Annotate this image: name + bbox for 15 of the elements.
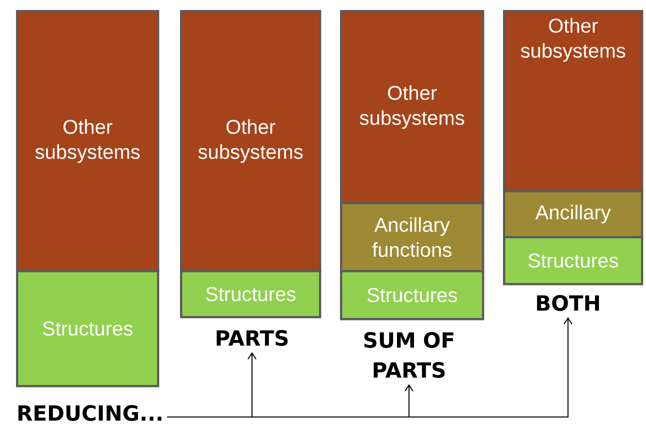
bar-segment: Ancillary functions — [340, 202, 484, 272]
bold-label: PARTS — [216, 330, 288, 346]
bold-label: BOTH — [537, 295, 599, 311]
bold-label: SUM OF PARTS — [364, 332, 454, 378]
bar-segment: Other subsystems — [340, 10, 484, 204]
bar-segment: Structures — [16, 270, 160, 388]
bar-segment: Other subsystems — [16, 10, 160, 272]
bar-segment: Other subsystems — [180, 10, 322, 272]
bold-label: REDUCING... — [18, 405, 162, 421]
bar-segment: Structures — [180, 270, 322, 318]
bar-segment: Ancillary — [503, 190, 644, 238]
bar-segment: Structures — [340, 270, 484, 320]
arrow — [166, 317, 572, 418]
bar-segment: Structures — [503, 236, 644, 286]
bar-segment: Other subsystems — [503, 10, 644, 192]
